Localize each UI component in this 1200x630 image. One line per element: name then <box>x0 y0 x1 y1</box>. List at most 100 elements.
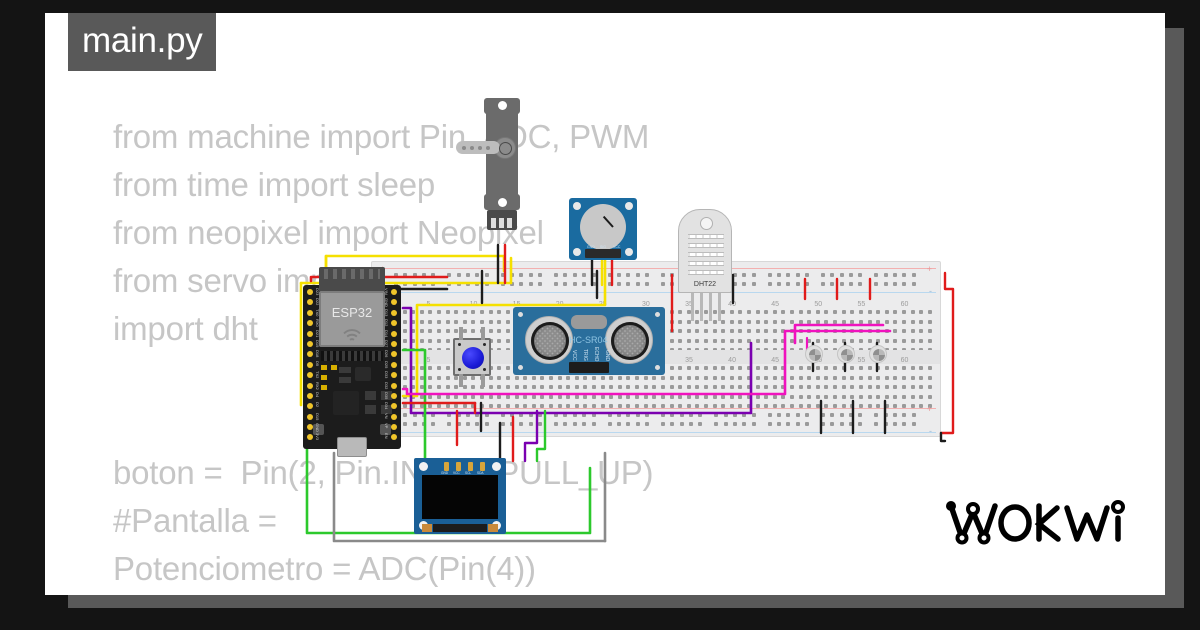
breadboard-hole <box>850 338 855 343</box>
breadboard-hole <box>815 329 820 333</box>
breadboard-hole <box>841 319 846 324</box>
esp32-pin[interactable] <box>391 372 397 379</box>
breadboard-hole <box>670 422 675 426</box>
breadboard-hole <box>776 282 781 286</box>
esp32-pin[interactable] <box>307 361 313 368</box>
neopixel-led[interactable] <box>837 345 855 363</box>
breadboard-hole <box>447 422 452 426</box>
esp32-pin[interactable] <box>391 361 397 368</box>
esp32-pin[interactable] <box>391 403 397 410</box>
esp32-pin[interactable] <box>307 382 313 389</box>
esp32-pin[interactable] <box>307 372 313 379</box>
breadboard-hole <box>858 394 863 399</box>
potentiometer[interactable]: GND SIG VCC <box>569 198 637 260</box>
breadboard-hole <box>686 366 691 370</box>
breadboard-hole <box>849 273 854 277</box>
esp32-pin[interactable] <box>307 309 313 316</box>
neopixel-led[interactable] <box>869 345 887 363</box>
esp32-pin[interactable] <box>391 392 397 399</box>
breadboard-hole <box>583 385 588 389</box>
esp32-pin[interactable] <box>307 424 313 431</box>
breadboard-hole <box>695 385 700 389</box>
breadboard-hole <box>893 338 898 343</box>
breadboard-hole <box>437 375 442 380</box>
ultrasonic-label: HC-SR04 <box>569 335 608 345</box>
esp32-pin[interactable] <box>307 289 313 295</box>
breadboard-hole <box>767 413 772 417</box>
breadboard-hole <box>795 422 800 426</box>
breadboard-hole <box>781 366 786 370</box>
esp32-pin[interactable] <box>307 351 313 358</box>
breadboard-hole <box>497 329 502 333</box>
esp32-boot-button[interactable] <box>380 424 391 435</box>
esp32-pin[interactable] <box>391 382 397 389</box>
servo-horn[interactable] <box>456 141 500 154</box>
breadboard-hole <box>660 413 665 417</box>
breadboard-hole <box>884 375 889 380</box>
breadboard-hole <box>437 338 442 343</box>
esp32-en-button[interactable] <box>313 424 324 435</box>
breadboard-hole <box>695 375 700 380</box>
push-button[interactable] <box>453 327 491 387</box>
breadboard-hole <box>678 329 683 333</box>
esp32-pin[interactable] <box>391 424 397 431</box>
esp32-pin[interactable] <box>307 392 313 399</box>
esp32-module: ESP32 <box>319 291 385 347</box>
breadboard-hole <box>798 329 803 333</box>
servo-motor[interactable] <box>456 98 522 230</box>
breadboard-hole <box>607 422 612 426</box>
esp32-pin[interactable] <box>391 340 397 347</box>
breadboard-hole <box>557 375 562 380</box>
dht22-sensor[interactable]: DHT22 <box>678 209 732 321</box>
esp32-pin[interactable] <box>307 299 313 306</box>
esp32-pin[interactable] <box>307 320 313 327</box>
esp32-pin-label: TX2 <box>315 371 320 379</box>
breadboard-hole <box>679 422 684 426</box>
esp32-board[interactable]: ESP32 <box>303 267 401 457</box>
file-tab-main-py[interactable]: main.py <box>68 13 217 71</box>
breadboard-hole <box>712 310 717 314</box>
esp32-pin[interactable] <box>307 403 313 410</box>
esp32-pin[interactable] <box>391 434 397 441</box>
esp32-pin[interactable] <box>391 289 397 295</box>
push-button-cap[interactable] <box>462 347 484 369</box>
neopixel-led[interactable] <box>805 345 823 363</box>
breadboard-hole <box>712 394 717 399</box>
esp32-pin[interactable] <box>307 434 313 441</box>
potentiometer-knob[interactable] <box>580 204 626 250</box>
breadboard-hole <box>582 282 587 286</box>
breadboard-hole <box>755 329 760 333</box>
esp32-pin[interactable] <box>307 340 313 347</box>
breadboard-hole <box>755 319 760 324</box>
breadboard-hole <box>437 319 442 324</box>
esp32-pin-label: D2 <box>315 402 320 408</box>
oled-display[interactable]: GND VCC SCL SDA <box>414 458 506 534</box>
breadboard-hole <box>815 319 820 324</box>
breadboard-hole <box>563 282 568 286</box>
breadboard-hole <box>660 422 665 426</box>
breadboard-hole <box>514 385 519 389</box>
breadboard-hole <box>643 375 648 380</box>
breadboard-hole <box>841 310 846 314</box>
esp32-pin[interactable] <box>391 330 397 337</box>
esp32-pin[interactable] <box>307 330 313 337</box>
esp32-pin[interactable] <box>307 413 313 420</box>
esp32-pin[interactable] <box>391 351 397 358</box>
breadboard-hole <box>475 273 480 277</box>
breadboard-hole <box>755 338 760 343</box>
breadboard-hole <box>554 273 559 277</box>
esp32-pin[interactable] <box>391 413 397 420</box>
esp32-pin[interactable] <box>391 309 397 316</box>
breadboard-hole <box>807 394 812 399</box>
esp32-pin[interactable] <box>391 299 397 306</box>
breadboard-hole <box>798 310 803 314</box>
breadboard-hole <box>437 394 442 399</box>
breadboard-hole <box>617 385 622 389</box>
ultrasonic-sensor[interactable]: HC-SR04 VCC TRIG ECHO GND <box>513 307 665 375</box>
breadboard-hole <box>531 375 536 380</box>
oled-pin-label-vcc: VCC <box>453 471 460 475</box>
esp32-pin[interactable] <box>391 320 397 327</box>
